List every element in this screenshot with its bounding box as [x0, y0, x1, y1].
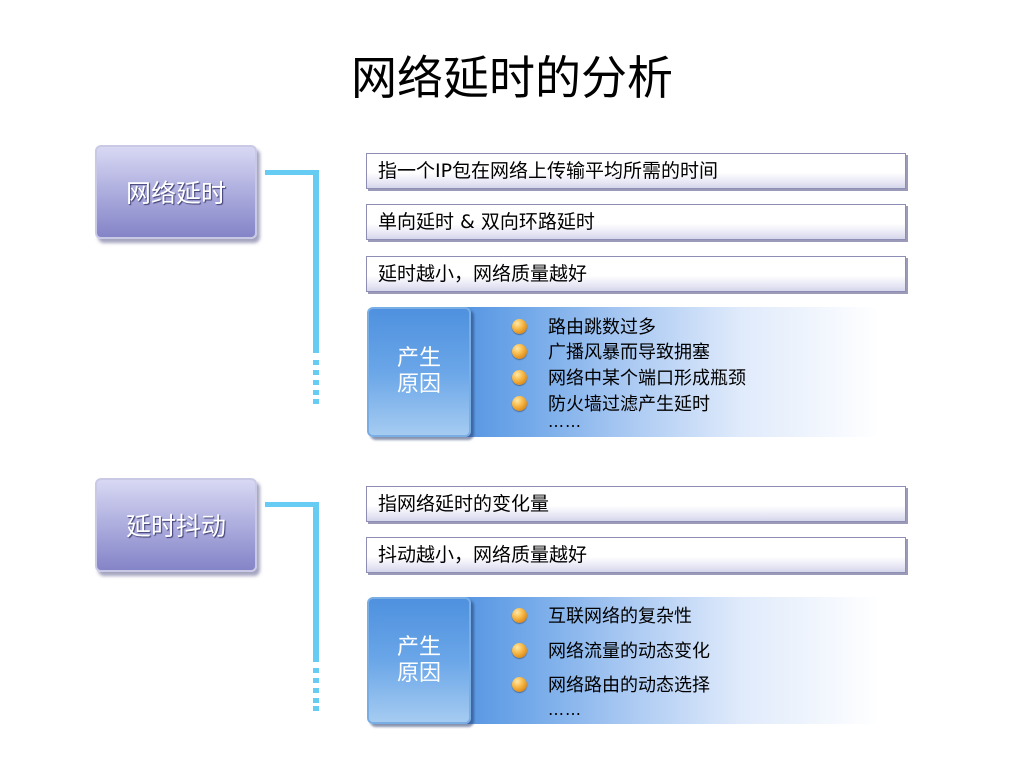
orange-sphere-bullet-icon — [512, 395, 527, 411]
cause-tag: 产生 原因 — [367, 597, 471, 724]
cause-tag-line1: 产生 — [396, 346, 441, 371]
cause-item: 防火墙过滤产生延时 — [512, 391, 710, 415]
orange-sphere-bullet-icon — [512, 369, 527, 385]
orange-sphere-bullet-icon — [512, 676, 527, 692]
description-definition: 指一个IP包在网络上传输平均所需的时间 — [366, 153, 906, 189]
section-tag-network-delay: 网络延时 — [95, 145, 257, 239]
cause-tag: 产生 原因 — [367, 307, 471, 437]
cause-item: 网络流量的动态变化 — [512, 638, 710, 662]
cause-item-label: 网络路由的动态选择 — [548, 675, 710, 696]
orange-sphere-bullet-icon — [512, 343, 527, 359]
cause-item: 网络路由的动态选择 — [512, 672, 710, 696]
cause-item: 互联网络的复杂性 — [512, 603, 692, 627]
orange-sphere-bullet-icon — [512, 642, 527, 658]
section-tag-delay-jitter: 延时抖动 — [95, 478, 257, 572]
cause-item: 网络中某个端口形成瓶颈 — [512, 365, 746, 389]
orange-sphere-bullet-icon — [512, 318, 527, 334]
description-delay-types: 单向延时 & 双向环路延时 — [366, 204, 906, 240]
cause-item-label: 网络流量的动态变化 — [548, 641, 710, 662]
description-quality: 抖动越小，网络质量越好 — [366, 537, 906, 573]
cause-tag-line2: 原因 — [396, 372, 441, 397]
cause-item-label: 广播风暴而导致拥塞 — [548, 342, 710, 363]
cause-tag-line2: 原因 — [396, 660, 441, 686]
more-ellipsis: …… — [548, 700, 582, 719]
cause-item-label: 网络中某个端口形成瓶颈 — [548, 368, 746, 389]
cause-item: 广播风暴而导致拥塞 — [512, 339, 710, 363]
cause-item-label: 互联网络的复杂性 — [548, 606, 692, 627]
orange-sphere-bullet-icon — [512, 607, 527, 623]
cause-tag-line1: 产生 — [396, 634, 441, 660]
description-quality: 延时越小，网络质量越好 — [366, 256, 906, 292]
more-ellipsis: …… — [548, 412, 582, 431]
page-title: 网络延时的分析 — [351, 51, 673, 105]
cause-item: 路由跳数过多 — [512, 314, 656, 338]
description-definition: 指网络延时的变化量 — [366, 486, 906, 522]
cause-item-label: 路由跳数过多 — [548, 317, 656, 338]
cause-item-label: 防火墙过滤产生延时 — [548, 394, 710, 415]
